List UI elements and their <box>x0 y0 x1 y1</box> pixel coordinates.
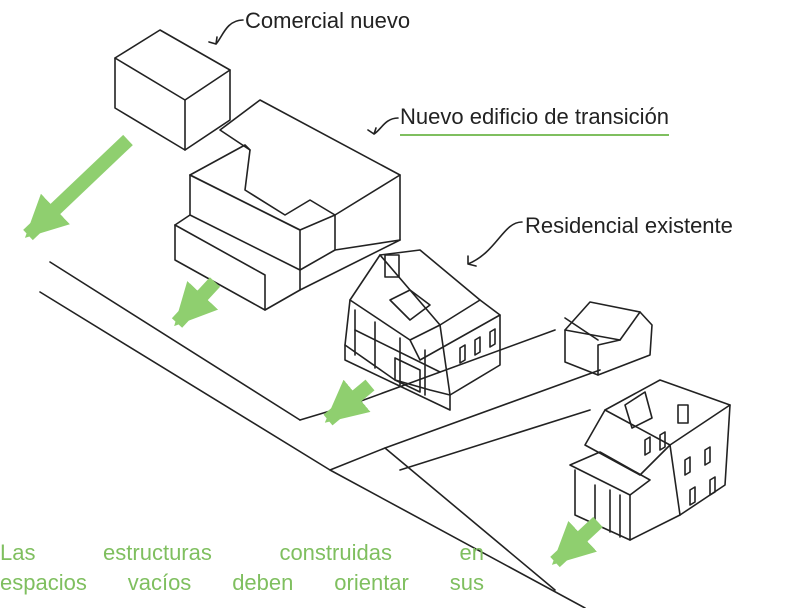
two-story-house <box>569 379 731 541</box>
caption-text: Las estructuras construidas en espacios … <box>0 538 484 598</box>
transition-building <box>174 99 401 311</box>
label-transition-building: Nuevo edificio de transición <box>400 104 670 136</box>
label-existing-residential: Residencial existente <box>525 213 733 238</box>
arrow-transition <box>171 277 221 328</box>
caption-line-2: espacios vacíos deben orientar sus <box>0 570 484 595</box>
street <box>39 261 601 608</box>
commercial-building <box>114 29 231 151</box>
orientation-arrows <box>23 134 603 568</box>
arrow-commercial <box>23 134 133 241</box>
existing-house <box>344 249 501 411</box>
callout-leaders <box>208 19 523 267</box>
garage <box>564 301 653 376</box>
arrow-residential <box>323 379 375 426</box>
label-new-commercial: Comercial nuevo <box>245 8 411 33</box>
arrow-house <box>550 516 603 568</box>
caption-line-1: Las estructuras construidas en <box>0 540 484 565</box>
